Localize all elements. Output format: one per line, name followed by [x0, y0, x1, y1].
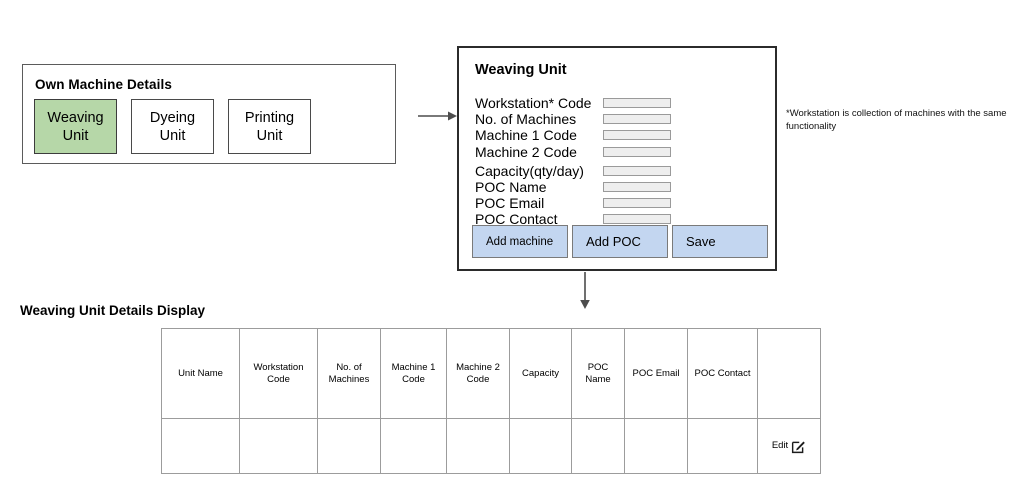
form-row-capacity: Capacity(qty/day) [475, 163, 765, 179]
input-machine-2-code[interactable] [603, 146, 671, 157]
unit-tile-printing-line1: Printing [244, 109, 295, 126]
edit-button[interactable]: Edit [772, 439, 806, 454]
unit-tile-weaving-line1: Weaving [47, 109, 104, 126]
form-row-machine-2-code: Machine 2 Code [475, 144, 765, 160]
save-button[interactable]: Save [672, 225, 768, 258]
input-capacity[interactable] [603, 165, 671, 176]
cell-machine-2-code[interactable] [446, 418, 510, 474]
form-row-machine-1-code: Machine 1 Code [475, 127, 765, 143]
input-poc-email[interactable] [603, 198, 671, 209]
column-header-machine-1-code: Machine 1 Code [380, 328, 447, 419]
input-machine-1-code[interactable] [603, 130, 671, 141]
column-header-poc-name: POC Name [571, 328, 625, 419]
input-workstation-code[interactable] [603, 98, 671, 109]
form-row-poc-contact: POC Contact [475, 211, 765, 227]
table-row: Edit [161, 418, 821, 474]
edit-pencil-icon [792, 441, 805, 453]
input-poc-name[interactable] [603, 182, 671, 193]
cell-actions: Edit [757, 418, 821, 474]
unit-tile-row: Weaving Unit Dyeing Unit Printing Unit [34, 99, 311, 154]
add-poc-button[interactable]: Add POC [572, 225, 668, 258]
label-poc-contact: POC Contact [475, 211, 558, 228]
unit-tile-weaving[interactable]: Weaving Unit [34, 99, 117, 154]
input-poc-contact[interactable] [603, 214, 671, 225]
weaving-unit-details-table: Unit Name Workstation Code No. of Machin… [161, 328, 821, 474]
label-machine-2-code: Machine 2 Code [475, 143, 577, 160]
unit-tile-dyeing-line1: Dyeing [149, 109, 196, 126]
arrow-right-icon [418, 111, 457, 121]
column-header-no-of-machines: No. of Machines [317, 328, 381, 419]
label-poc-email: POC Email [475, 195, 545, 212]
label-workstation-code: Workstation* Code [475, 95, 592, 112]
edit-button-label: Edit [771, 440, 789, 452]
cell-poc-name[interactable] [571, 418, 625, 474]
cell-machine-1-code[interactable] [380, 418, 447, 474]
unit-tile-printing[interactable]: Printing Unit [228, 99, 311, 154]
add-machine-button[interactable]: Add machine [472, 225, 568, 258]
form-row-poc-name: POC Name [475, 179, 765, 195]
cell-workstation-code[interactable] [239, 418, 318, 474]
cell-poc-contact[interactable] [687, 418, 758, 474]
own-machine-details-title: Own Machine Details [35, 77, 172, 92]
column-header-poc-email: POC Email [624, 328, 688, 419]
column-header-actions [757, 328, 821, 419]
cell-capacity[interactable] [509, 418, 572, 474]
column-header-machine-2-code: Machine 2 Code [446, 328, 510, 419]
label-machine-1-code: Machine 1 Code [475, 127, 577, 144]
weaving-unit-form-buttons: Add machine Add POC Save [472, 225, 768, 258]
form-row-poc-email: POC Email [475, 195, 765, 211]
column-header-unit-name: Unit Name [161, 328, 240, 419]
unit-tile-dyeing-line2: Unit [159, 127, 186, 144]
form-row-no-of-machines: No. of Machines [475, 111, 765, 127]
cell-poc-email[interactable] [624, 418, 688, 474]
form-row-workstation-code: Workstation* Code [475, 95, 765, 111]
weaving-unit-form-fields: Workstation* Code No. of Machines Machin… [475, 95, 765, 228]
details-display-title: Weaving Unit Details Display [20, 303, 206, 318]
label-capacity: Capacity(qty/day) [475, 162, 584, 179]
workstation-footnote: *Workstation is collection of machines w… [786, 108, 1007, 132]
label-poc-name: POC Name [475, 179, 547, 196]
table-header-row: Unit Name Workstation Code No. of Machin… [161, 328, 821, 419]
own-machine-details-panel: Own Machine Details Weaving Unit Dyeing … [22, 64, 396, 164]
column-header-poc-contact: POC Contact [687, 328, 758, 419]
label-no-of-machines: No. of Machines [475, 111, 577, 128]
arrow-down-icon [580, 272, 590, 309]
weaving-unit-form-panel: Weaving Unit Workstation* Code No. of Ma… [457, 46, 777, 271]
unit-tile-printing-line2: Unit [256, 127, 283, 144]
weaving-unit-form-title: Weaving Unit [475, 62, 567, 78]
input-no-of-machines[interactable] [603, 114, 671, 125]
unit-tile-dyeing[interactable]: Dyeing Unit [131, 99, 214, 154]
unit-tile-weaving-line2: Unit [62, 127, 89, 144]
column-header-workstation-code: Workstation Code [239, 328, 318, 419]
column-header-capacity: Capacity [509, 328, 572, 419]
cell-unit-name[interactable] [161, 418, 240, 474]
cell-no-of-machines[interactable] [317, 418, 381, 474]
